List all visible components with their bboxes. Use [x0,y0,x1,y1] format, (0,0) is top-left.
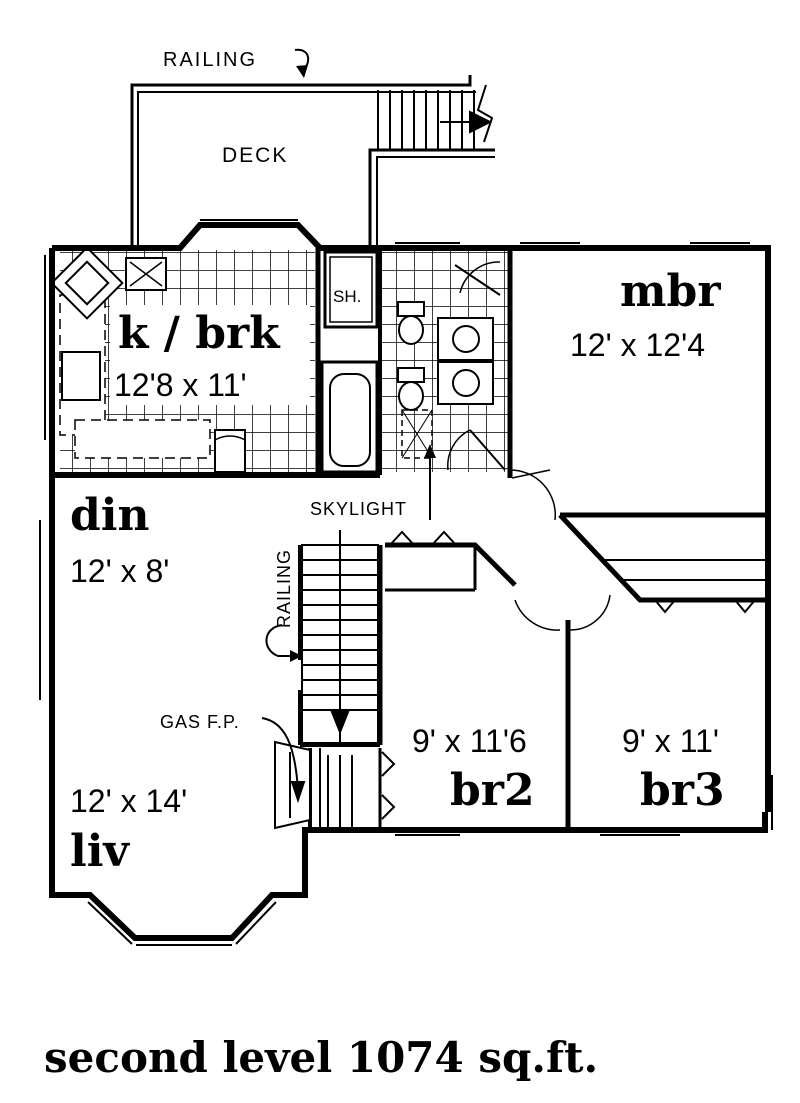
master-name: mbr [620,266,721,317]
shower-label: SH. [333,287,361,306]
railing-side-label: RAILING [274,549,294,628]
skylight-label: SKYLIGHT [310,499,407,519]
railing-top-label: RAILING [163,49,257,71]
deck-label: DECK [222,144,288,167]
living-size: 12' x 14' [70,783,187,819]
windows [395,242,750,836]
interior-stairs [301,530,379,828]
plan-caption: second level 1074 sq.ft. [44,1033,598,1082]
deck [130,48,495,245]
bedroom2-name: br2 [450,765,535,816]
deck-stairs [377,84,494,150]
gas-fp-label: GAS F.P. [160,712,240,732]
master-size: 12' x 12'4 [570,327,705,363]
bedroom3-name: br3 [640,765,725,816]
dining-size: 12' x 8' [70,553,169,589]
bathroom-area [320,250,510,474]
fireplace [261,717,311,830]
bedroom2-size: 9' x 11'6 [412,723,527,759]
dining-name: din [70,490,149,541]
bedroom3-size: 9' x 11' [622,723,719,759]
kitchen-name: k / brk [118,308,281,359]
exterior-walls [39,219,773,946]
kitchen-area [50,246,315,473]
door-swings [381,469,756,820]
interior-walls [52,248,768,830]
living-name: liv [70,826,130,877]
kitchen-size: 12'8 x 11' [114,367,247,403]
